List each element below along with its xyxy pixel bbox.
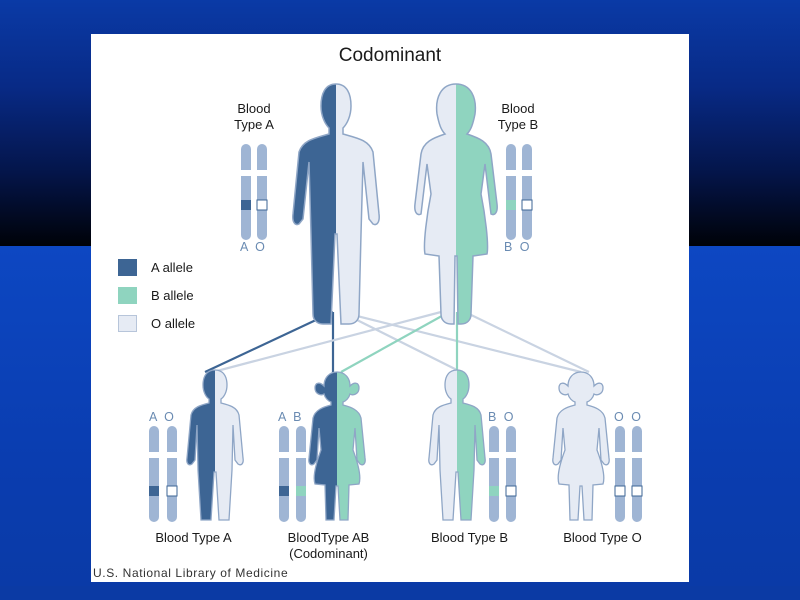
- child-type-a-figure: [186, 369, 244, 521]
- inheritance-lines: [204, 310, 590, 374]
- o-allele-swatch: [118, 315, 137, 332]
- child-ab-allele-letters: A B: [278, 410, 304, 424]
- child-b-label-line1: Blood Type B: [430, 530, 509, 545]
- child-ab-label: BloodType AB (Codominant): [266, 530, 391, 562]
- father-figure: [292, 83, 380, 325]
- b-allele-swatch: [118, 287, 137, 304]
- legend-label-b-allele: B allele: [151, 288, 194, 303]
- father-type-label-line1: Blood: [237, 101, 271, 116]
- legend-item-b-allele: B allele: [118, 287, 194, 304]
- a-allele-swatch: [118, 259, 137, 276]
- child-type-o-chromosomes: [614, 426, 643, 522]
- child-b-allele-letters: B O: [488, 410, 516, 424]
- mother-type-label-line2: Type B: [497, 117, 539, 132]
- child-type-a-chromosomes: [149, 426, 178, 522]
- child-o-label-line1: Blood Type O: [563, 530, 642, 545]
- child-type-b-figure: [428, 369, 486, 521]
- child-a-label: Blood Type A: [131, 530, 256, 546]
- mother-allele-letters: B O: [504, 240, 532, 254]
- child-o-label: Blood Type O: [540, 530, 665, 546]
- inheritance-diagram: [149, 83, 643, 522]
- legend-label-o-allele: O allele: [151, 316, 196, 331]
- child-type-ab-figure: [308, 371, 366, 521]
- father-allele-letters: A O: [240, 240, 267, 254]
- father-type-label-line2: Type A: [234, 117, 274, 132]
- child-ab-label-line1: BloodType AB: [287, 530, 370, 545]
- father-chromosomes: [241, 144, 268, 240]
- mother-type-label: Blood Type B: [483, 101, 553, 133]
- diagram-card: Codominant Blood Type A Blood Type B A O…: [91, 34, 689, 582]
- legend-item-a-allele: A allele: [118, 259, 193, 276]
- child-b-label: Blood Type B: [407, 530, 532, 546]
- child-type-ab-chromosomes: [279, 426, 306, 522]
- father-type-label: Blood Type A: [219, 101, 289, 133]
- child-a-allele-letters: A O: [149, 410, 176, 424]
- legend-item-o-allele: O allele: [118, 315, 195, 332]
- source-credit: U.S. National Library of Medicine: [93, 566, 289, 580]
- diagram-title: Codominant: [338, 45, 442, 66]
- child-type-b-chromosomes: [489, 426, 517, 522]
- child-type-o-figure: [552, 371, 610, 521]
- mother-type-label-line1: Blood: [501, 101, 535, 116]
- child-a-label-line1: Blood Type A: [155, 530, 232, 545]
- child-o-allele-letters: O O: [614, 410, 643, 424]
- mother-chromosomes: [506, 144, 533, 240]
- legend-label-a-allele: A allele: [151, 260, 193, 275]
- child-ab-label-line2: (Codominant): [289, 546, 368, 561]
